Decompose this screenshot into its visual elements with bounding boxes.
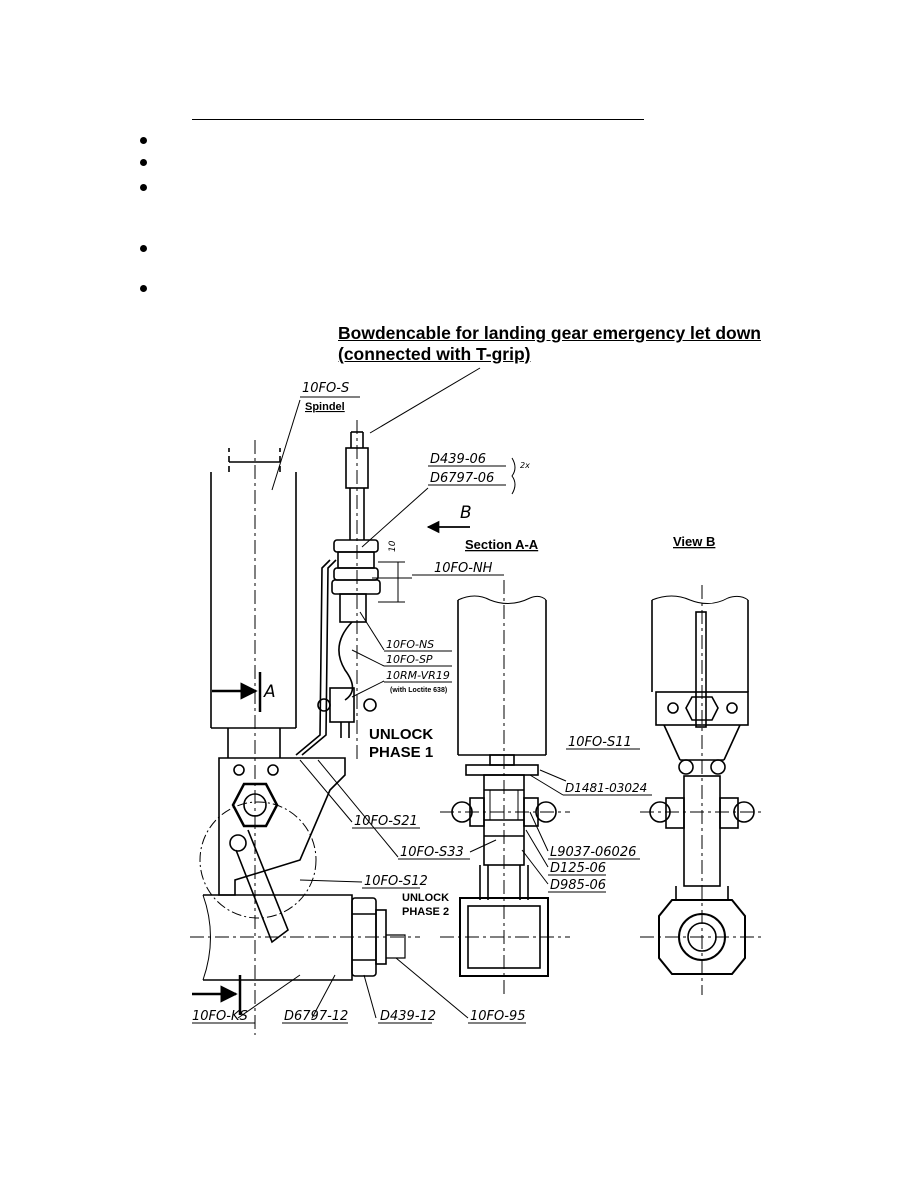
label-spindle-name: Spindel — [305, 401, 345, 413]
label-unlock-phase1-line2: PHASE 1 — [369, 744, 433, 761]
section-a-a-title: Section A-A — [465, 537, 539, 552]
label-qty: 2x — [520, 461, 530, 470]
label-vr19: 10RM-VR19 — [386, 669, 450, 682]
label-l9037: L9037-06026 — [550, 845, 636, 860]
label-loctite: (with Loctite 638) — [390, 687, 447, 694]
view-b-title: View B — [673, 534, 715, 549]
label-spindle-code: 10FO-S — [302, 381, 349, 396]
section-a-letter: A — [263, 682, 276, 702]
label-unlock-phase2-line1: UNLOCK — [402, 892, 449, 904]
label-unlock-phase1-line1: UNLOCK — [369, 726, 433, 743]
bracket-plate — [199, 757, 346, 944]
label-d985: D985-06 — [550, 878, 606, 893]
centerlines-section — [440, 580, 570, 995]
figure-title: Bowdencable for landing gear emergency l… — [338, 323, 761, 365]
centerlines-main — [190, 420, 420, 1035]
callout-underlines — [192, 396, 652, 1024]
bullet-4 — [140, 245, 147, 252]
bullet-5 — [140, 285, 147, 292]
label-d6797-06: D6797-06 — [430, 471, 494, 486]
label-dim-10: 10 — [388, 540, 398, 552]
figure-title-line1: Bowdencable for landing gear emergency l… — [338, 323, 761, 343]
label-nh: 10FO-NH — [434, 561, 493, 576]
figure-title-line2: (connected with T-grip) — [338, 344, 531, 364]
view-b-letter: B — [460, 503, 472, 523]
spindle-tube — [210, 448, 297, 758]
bullet-1 — [140, 137, 147, 144]
centerlines-view-b — [640, 585, 765, 995]
label-d439-12: D439-12 — [380, 1009, 436, 1024]
header-rule — [192, 119, 644, 120]
label-d1481: D1481-03024 — [565, 781, 647, 795]
label-s33: 10FO-S33 — [400, 845, 464, 860]
label-ks: 10FO-KS — [192, 1009, 248, 1024]
label-d439-06: D439-06 — [430, 452, 486, 467]
bullet-2 — [140, 159, 147, 166]
label-d125: D125-06 — [550, 861, 606, 876]
bowden-cable — [295, 431, 381, 756]
label-sp: 10FO-SP — [386, 653, 433, 666]
label-f95: 10FO-95 — [470, 1009, 526, 1024]
label-unlock-phase2-line2: PHASE 2 — [402, 906, 449, 918]
label-s11: 10FO-S11 — [568, 735, 632, 750]
leader-lines — [237, 367, 567, 1019]
label-s21: 10FO-S21 — [354, 814, 418, 829]
label-ns: 10FO-NS — [386, 638, 434, 651]
label-s12: 10FO-S12 — [364, 874, 428, 889]
bullet-3 — [140, 184, 147, 191]
label-d6797-12: D6797-12 — [284, 1009, 348, 1024]
